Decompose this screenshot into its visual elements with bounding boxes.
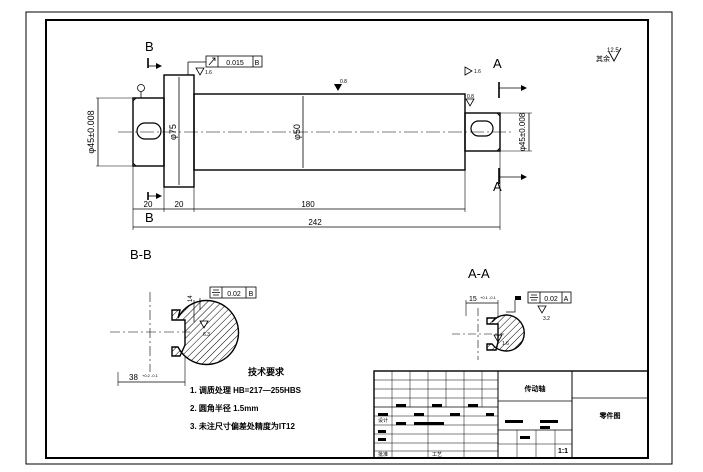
runout-datum: B	[255, 60, 260, 67]
bb-key-tol: +0.2 -0.1	[142, 373, 159, 378]
sym-b-value: 0.02	[227, 291, 241, 298]
right-journal-dia-label: φ45±0.008	[518, 112, 527, 151]
symmetry-icon-a	[530, 294, 538, 301]
shaft-main-view: φ45±0.008 φ75 φ50 φ45±0.008 20 20 180 24…	[86, 55, 532, 230]
general-roughness-icon	[608, 47, 622, 62]
roughness-journal: 0.8	[467, 94, 474, 100]
left-keyway	[136, 122, 162, 140]
roughness-keyway-b-icon	[199, 320, 209, 329]
datum-b-symbol	[137, 84, 145, 92]
len-total: 242	[308, 218, 322, 227]
section-bb-title: B-B	[130, 247, 152, 262]
section-bb-shape	[171, 299, 240, 366]
technical-requirements: 技术要求 1. 调质处理 HB=217—255HBS 2. 圆角半径 1.5mm…	[190, 366, 302, 431]
roughness-collar-icon	[195, 67, 205, 76]
section-aa-shape	[486, 314, 525, 352]
sym-b-frame	[209, 286, 257, 299]
tech-req-item-2: 2. 圆角半径 1.5mm	[190, 403, 258, 413]
main-dia-label: φ50	[292, 124, 302, 140]
runout-value: 0.015	[226, 60, 244, 67]
outer-frame	[25, 11, 673, 465]
left-journal-dia-label: φ45±0.008	[86, 110, 96, 153]
section-markers: B B A A	[145, 39, 527, 225]
roughness-keyway-a-icon	[537, 305, 547, 314]
title-approve-label: 批准	[378, 451, 388, 458]
title-scale: 1:1	[558, 448, 568, 455]
sym-a-value: 0.02	[544, 296, 558, 303]
bb-key-depth: 38	[129, 373, 138, 382]
roughness-keyway-a2: 1.6	[502, 341, 509, 347]
symmetry-icon-b	[212, 289, 220, 296]
inner-frame	[45, 19, 649, 459]
collar-dia-label: φ75	[168, 124, 178, 140]
roughness-keyway-a: 3.2	[543, 316, 550, 322]
runout-frame	[205, 55, 263, 68]
roughness-collar: 1.6	[205, 70, 212, 76]
sym-a-frame	[527, 291, 572, 304]
roughness-journal-icon	[465, 98, 475, 107]
roughness-right-shoulder-icon	[464, 66, 473, 76]
aa-key-depth: 15	[469, 296, 477, 303]
roughness-shaft: 0.8	[340, 79, 347, 85]
title-block: 传动轴 零件图 1:1 设计 批准 工艺	[373, 370, 649, 459]
tech-req-item-1: 1. 调质处理 HB=217—255HBS	[190, 385, 302, 395]
title-drawing-no: 零件图	[599, 411, 621, 420]
tech-req-item-3: 3. 未注尺寸偏差处精度为IT12	[190, 421, 295, 431]
roughness-keyway-a2-icon	[493, 334, 503, 343]
section-bb-view: B-B 38 +0.2 -0.1 14 0.02 B 6.3	[110, 247, 257, 386]
len-left-journal: 20	[144, 200, 153, 209]
len-collar: 20	[175, 200, 184, 209]
section-a-bottom: A	[493, 179, 502, 194]
aa-key-tol: +0.1 -0.1	[480, 295, 497, 300]
roughness-right-shoulder: 1.6	[474, 69, 481, 75]
section-a-top: A	[493, 56, 502, 71]
section-b-top: B	[145, 39, 154, 54]
len-main: 180	[301, 200, 315, 209]
section-b-bottom: B	[145, 210, 154, 225]
sym-b-datum: B	[249, 291, 254, 298]
right-keyway	[470, 120, 494, 137]
general-roughness-value: 12.5	[607, 48, 619, 54]
roughness-keyway-b: 6.3	[203, 332, 210, 338]
title-part-name: 传动轴	[524, 384, 546, 393]
sym-a-datum: A	[564, 296, 569, 303]
runout-icon	[208, 57, 216, 66]
right-journal	[464, 112, 501, 152]
title-designer-label: 设计	[378, 417, 388, 424]
general-roughness-note: 其余	[596, 54, 610, 63]
general-roughness: 其余 12.5	[596, 47, 622, 63]
roughness-shaft-icon	[334, 84, 342, 91]
section-aa-view: A-A 15 +0.1 -0.1 0.02 A 3.2 1.6	[452, 266, 572, 360]
section-aa-title: A-A	[468, 266, 490, 281]
tech-req-title: 技术要求	[248, 366, 285, 377]
bb-keyway-width: 14	[188, 295, 194, 302]
title-process-label: 工艺	[432, 452, 442, 458]
